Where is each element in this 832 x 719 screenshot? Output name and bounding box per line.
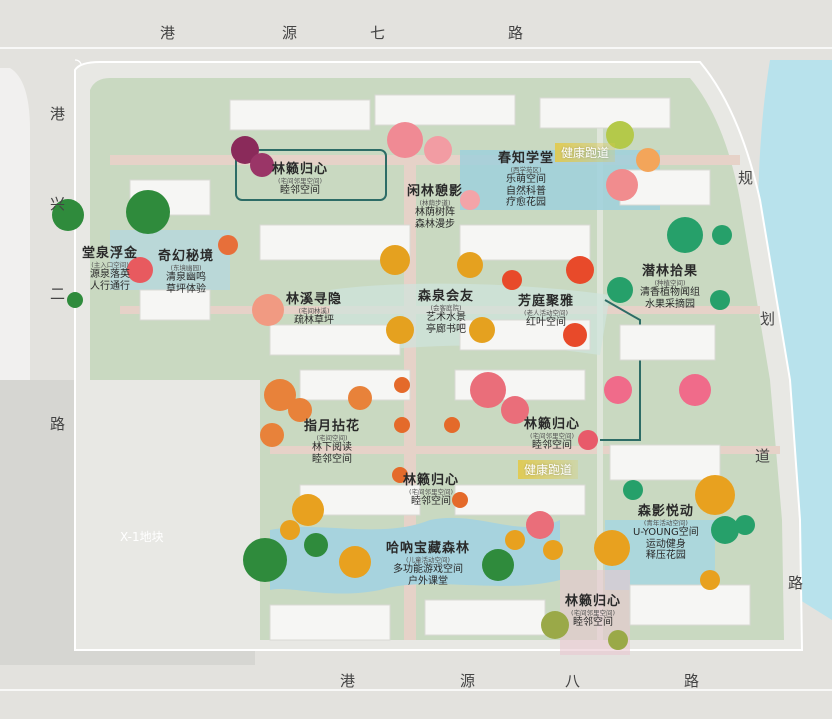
zone-label: 林籁归心 (宅间邻里空间) 睦邻空间 [403, 473, 460, 508]
zone-title: 奇幻秘境 [158, 249, 215, 264]
zone-desc: 睦邻空间 [312, 453, 352, 465]
jogging-track-label: 健康跑道 [555, 143, 616, 162]
zone-desc: 源泉落英 [90, 269, 130, 281]
zone-label: 哈吶宝藏森林 (儿童活动空间) 多功能游戏空间 户外课堂 [386, 541, 471, 587]
road-right-char: 规 [738, 169, 754, 187]
zone-desc: 森林漫步 [415, 218, 455, 230]
zone-title: 春知学堂 [498, 151, 555, 166]
road-left-char: 港 [50, 105, 66, 123]
zone-desc: 自然科普 [506, 185, 546, 197]
road-right-char: 道 [755, 447, 771, 465]
zone-subtitle: (宅间空间) [316, 433, 348, 442]
zone-subtitle: (宅间邻里空间) [570, 608, 616, 617]
zone-label: 林籁归心 (宅间邻里空间) 睦邻空间 [272, 162, 329, 197]
zone-label: 芳庭聚雅 (老人活动空间) 红叶空间 [518, 294, 575, 329]
road-left-char: 二 [50, 285, 66, 303]
zone-desc: 清泉幽鸣 [166, 272, 206, 284]
zone-subtitle: (西学苑区) [510, 165, 542, 174]
zone-desc: 多功能游戏空间 [393, 564, 463, 576]
zone-desc: 睦邻空间 [573, 617, 613, 629]
zone-label: 林籁归心 (宅间邻里空间) 睦邻空间 [565, 594, 622, 629]
jogging-track-label: 健康跑道 [518, 460, 579, 479]
water-entrance [110, 230, 230, 290]
zone-desc: 清香植物闻组 [640, 287, 700, 299]
site-green [90, 78, 784, 640]
zone-subtitle: (宅间林溪) [298, 306, 330, 315]
zone-desc: 疏林草坪 [294, 315, 334, 327]
plot-label: X-1地块 [120, 530, 164, 544]
zone-desc: 睦邻空间 [280, 185, 320, 197]
road-right-char: 划 [760, 310, 776, 328]
zone-desc: 睦邻空间 [411, 496, 451, 508]
road-left-char: 路 [50, 415, 66, 433]
zone-title: 林籁归心 [272, 162, 329, 177]
zone-desc: 林荫树阵 [415, 207, 455, 219]
road-top-char: 港 [160, 24, 176, 42]
zone-subtitle: (儿童活动空间) [405, 555, 451, 564]
zone-subtitle: (会客庭院) [430, 303, 462, 312]
zone-title: 林籁归心 [565, 594, 622, 609]
zone-title: 哈吶宝藏森林 [386, 541, 471, 556]
zone-label: 森影悦动 (青年活动空间) U-YOUNG空间 运动健身 释压花园 [633, 504, 699, 562]
zone-desc: 疗愈花园 [506, 197, 546, 209]
zone-desc: 亭廊书吧 [426, 323, 466, 335]
zone-desc: 睦邻空间 [532, 440, 572, 452]
zone-desc: 水果采摘园 [645, 298, 695, 310]
zone-desc: 人行通行 [90, 280, 130, 292]
zone-title: 林籁归心 [403, 473, 460, 488]
zone-subtitle: (种植空间) [654, 278, 686, 287]
zone-desc: U-YOUNG空间 [633, 527, 699, 539]
zone-title: 闲林憩影 [407, 184, 464, 199]
zone-label: 春知学堂 (西学苑区) 乐萌空间 自然科普 疗愈花园 [498, 151, 555, 209]
road-bottom-char: 八 [565, 672, 581, 690]
zone-subtitle: (宅间邻里空间) [408, 487, 454, 496]
zone-subtitle: (主入口空间) [91, 260, 129, 269]
zone-title: 林溪寻隐 [286, 292, 343, 307]
zone-subtitle: (青年活动空间) [643, 518, 688, 527]
zone-title: 潜林拾果 [641, 264, 698, 279]
zone-title: 森影悦动 [637, 504, 694, 519]
zone-title: 森泉会友 [418, 289, 475, 304]
road-right-char: 路 [788, 574, 804, 592]
zone-subtitle: (东境幽园) [170, 263, 202, 272]
zone-title: 林籁归心 [524, 417, 581, 432]
road-bottom-char: 港 [340, 672, 356, 690]
zone-desc: 红叶空间 [526, 317, 566, 329]
zone-label: 指月拈花 (宅间空间) 林下阅读 睦邻空间 [304, 419, 361, 465]
zone-label: 林籁归心 (宅间邻里空间) 睦邻空间 [524, 417, 581, 452]
zone-subtitle: (宅间邻里空间) [277, 176, 323, 185]
zone-desc: 草坪体验 [166, 283, 206, 295]
road-bottom-char: 路 [684, 672, 700, 690]
zone-label: 奇幻秘境 (东境幽园) 清泉幽鸣 草坪体验 [158, 249, 215, 295]
zone-desc: 乐萌空间 [506, 174, 546, 186]
zone-desc: 林下阅读 [312, 442, 352, 454]
zone-desc: 释压花园 [645, 550, 686, 562]
zone-desc: 艺术水景 [426, 312, 466, 324]
zone-desc: 户外课堂 [408, 575, 448, 587]
zone-title: 堂泉浮金 [82, 246, 139, 261]
zone-title: 指月拈花 [304, 419, 361, 434]
zone-label: 森泉会友 (会客庭院) 艺术水景 亭廊书吧 [418, 289, 475, 335]
zone-title: 芳庭聚雅 [518, 294, 575, 309]
trees [52, 121, 755, 650]
road-top-char: 源 [282, 24, 298, 42]
zone-subtitle: (林荫步道) [419, 198, 451, 207]
zone-label: 林溪寻隐 (宅间林溪) 疏林草坪 [286, 292, 343, 327]
zone-subtitle: (老人活动空间) [523, 308, 569, 317]
zone-label: 堂泉浮金 (主入口空间) 源泉落英 人行通行 [82, 246, 139, 292]
zone-label: 闲林憩影 (林荫步道) 林荫树阵 森林漫步 [407, 184, 464, 230]
zone-subtitle: (宅间邻里空间) [529, 431, 575, 440]
zone-desc: 运动健身 [645, 538, 686, 550]
road-top-char: 路 [508, 24, 524, 42]
road-left-char: 兴 [50, 195, 66, 213]
road-bottom-char: 源 [460, 672, 476, 690]
zone-label: 潜林拾果 (种植空间) 清香植物闻组 水果采摘园 [640, 264, 700, 310]
road-top-char: 七 [370, 24, 386, 42]
